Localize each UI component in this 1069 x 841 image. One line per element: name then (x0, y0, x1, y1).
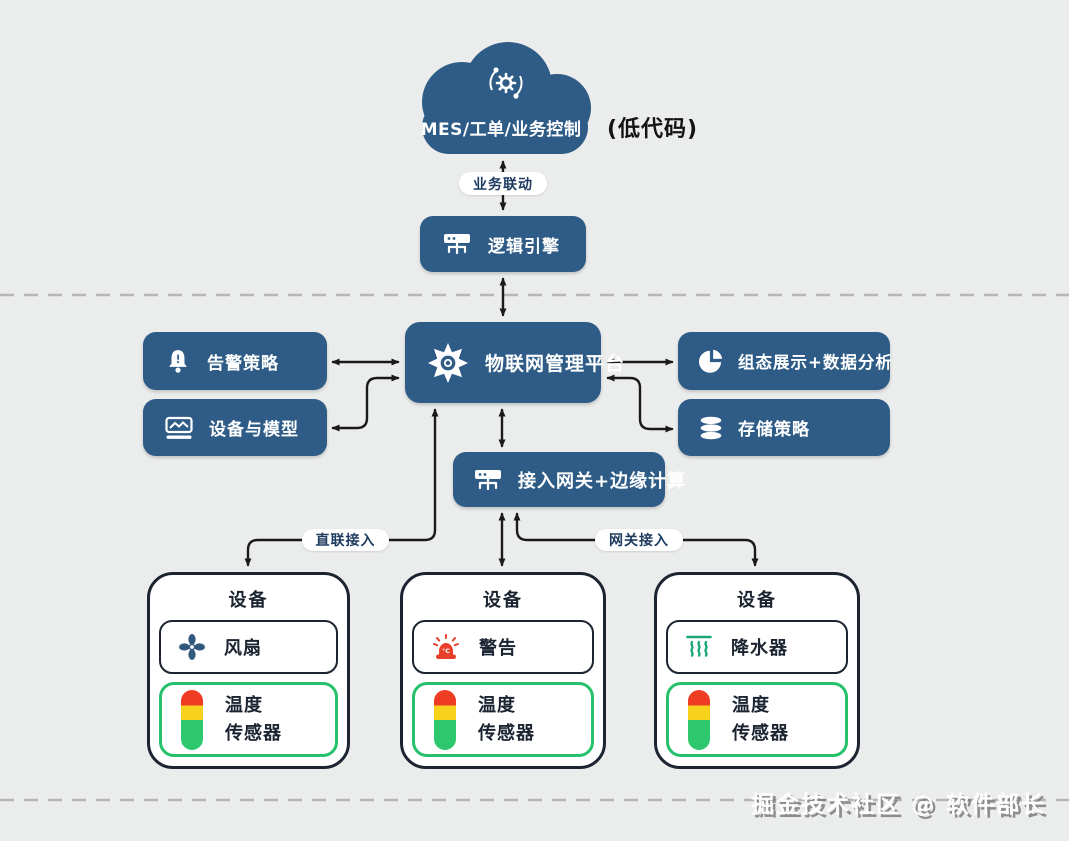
module-temperature-sensor: 温度 传感器 (159, 682, 338, 757)
low-code-annotation: (低代码) (607, 117, 699, 142)
device-card-fan: 设备 风扇 温度 传感器 (147, 572, 350, 769)
node-access-gateway: 接入网关+边缘计算 (453, 452, 685, 507)
node-label: 逻辑引擎 (488, 236, 560, 257)
module-siren: °C 警告 (412, 620, 594, 674)
node-label: 接入网关+边缘计算 (518, 470, 687, 492)
cloud-label: MES/工单/业务控制 (420, 120, 582, 140)
steam-icon (686, 635, 712, 657)
module-label: 警告 (479, 638, 517, 659)
gears-automation-icon (489, 67, 523, 99)
device-card-alarm: 设备 °C 警告 温度 传感器 (400, 572, 606, 769)
edge-model-platform (331, 374, 400, 432)
pie-chart-icon (698, 349, 723, 373)
node-alarm-policy: 告警策略 (143, 332, 327, 390)
siren-icon: °C (433, 633, 459, 659)
router-icon (444, 234, 470, 255)
device-card-title: 设备 (228, 590, 269, 611)
svg-text:°C: °C (442, 647, 450, 655)
router-icon (475, 469, 501, 490)
device-card-icon (165, 416, 193, 439)
sensor-label: 温度 传感器 (225, 694, 282, 744)
edge-label-direct-access: 直联接入 (302, 529, 389, 551)
module-temperature-sensor: 温度 传感器 (666, 682, 848, 757)
module-precipitation: 降水器 (666, 620, 848, 674)
edge-label-gateway-access: 网关接入 (595, 529, 683, 551)
sensor-label: 温度 传感器 (732, 694, 789, 744)
node-storage-policy: 存储策略 (678, 399, 890, 456)
edge-label-business-link: 业务联动 (459, 172, 547, 195)
cloud-mes-node: MES/工单/业务控制 (410, 40, 598, 156)
device-card-title: 设备 (483, 590, 523, 611)
node-label: 存储策略 (738, 420, 810, 440)
module-fan: 风扇 (159, 620, 338, 674)
alarm-bell-icon (169, 349, 187, 373)
traffic-light-icon (434, 689, 456, 750)
module-label: 降水器 (731, 638, 788, 659)
node-logic-engine: 逻辑引擎 (420, 216, 586, 272)
node-label: 告警策略 (207, 353, 279, 374)
traffic-light-icon (688, 689, 710, 750)
node-label: 物联网管理平台 (485, 353, 626, 375)
node-label: 设备与模型 (209, 420, 299, 440)
node-visualization: 组态展示+数据分析 (678, 332, 893, 390)
node-label: 组态展示+数据分析 (738, 353, 893, 372)
database-icon (700, 416, 722, 439)
edge-platform-storage (606, 374, 674, 433)
module-temperature-sensor: 温度 传感器 (412, 682, 594, 757)
module-label: 风扇 (224, 638, 262, 659)
fan-icon (179, 634, 205, 660)
sensor-label: 温度 传感器 (478, 694, 535, 744)
node-iot-platform: 物联网管理平台 (405, 322, 624, 403)
node-device-model: 设备与模型 (143, 399, 327, 456)
iot-hub-icon (428, 342, 468, 383)
watermark-text: 掘金技术社区 @ 软件部长 (751, 792, 1047, 818)
device-card-precipitation: 设备 降水器 温度 传感器 (654, 572, 860, 769)
traffic-light-icon (181, 689, 203, 750)
device-card-title: 设备 (737, 590, 777, 611)
